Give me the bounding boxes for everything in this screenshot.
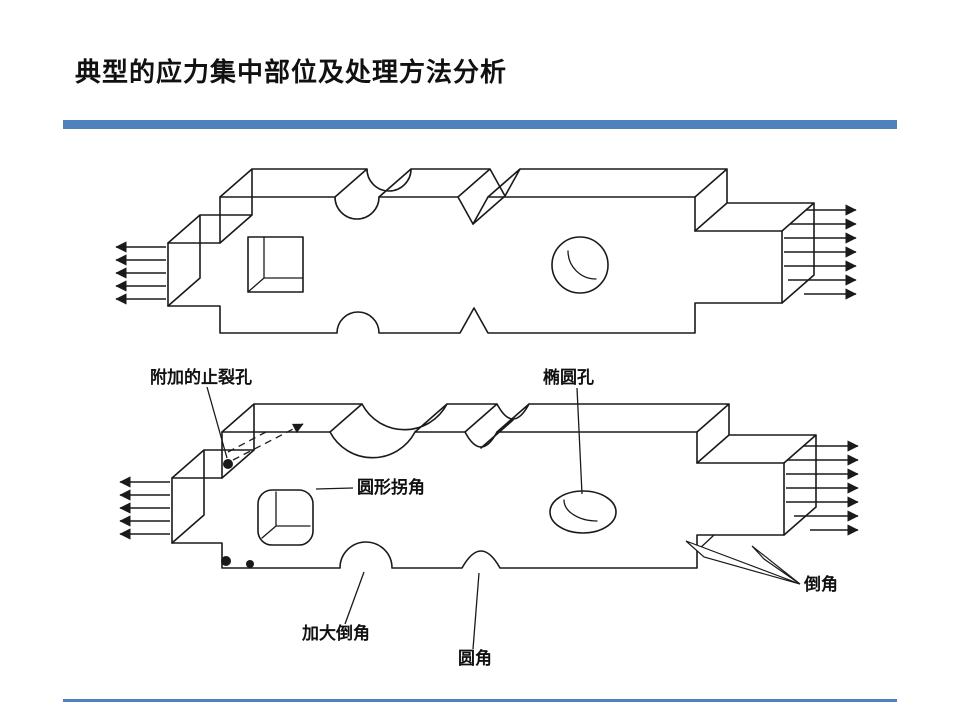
top-and-side-faces: [171, 403, 817, 544]
label-rounded-corner: 圆形拐角: [357, 477, 425, 497]
circular-hole: [551, 236, 609, 294]
top-and-side-faces: [167, 168, 815, 307]
label-fillet: 圆角: [458, 648, 492, 668]
page-title: 典型的应力集中部位及处理方法分析: [75, 57, 508, 87]
front-face-outline: [167, 196, 783, 334]
leader-fillet: [472, 572, 480, 650]
annotation-labels: 附加的止裂孔 椭圆孔 圆形拐角 加大倒角 圆角 倒角: [150, 367, 838, 668]
chamfer-callouts: [685, 534, 801, 585]
rounded-square-hole: [257, 489, 314, 546]
title-underline-bar: [63, 120, 897, 129]
square-hole: [247, 236, 304, 293]
figure-original-part: [115, 168, 857, 334]
tension-arrows-right: [786, 440, 859, 536]
tension-arrows-left: [119, 476, 170, 540]
elliptical-hole-shape: [549, 490, 617, 534]
leader-crack-stop: [206, 386, 228, 459]
footer-rule: [63, 699, 897, 702]
figure-improved-part: [119, 403, 859, 585]
tension-arrows-left: [115, 241, 166, 305]
label-crack-stop-holes: 附加的止裂孔: [150, 367, 252, 387]
label-elliptical-hole: 椭圆孔: [543, 367, 594, 387]
leader-rounded-corner: [315, 487, 354, 490]
leader-elliptical-hole: [576, 387, 583, 495]
leader-enlarged-chamfer: [344, 571, 365, 625]
label-chamfer: 倒角: [803, 574, 838, 594]
tension-arrows-right: [784, 204, 857, 300]
front-face-outline: [171, 431, 785, 569]
crack-stop-holes: [221, 423, 304, 568]
label-enlarged-chamfer: 加大倒角: [301, 623, 370, 643]
